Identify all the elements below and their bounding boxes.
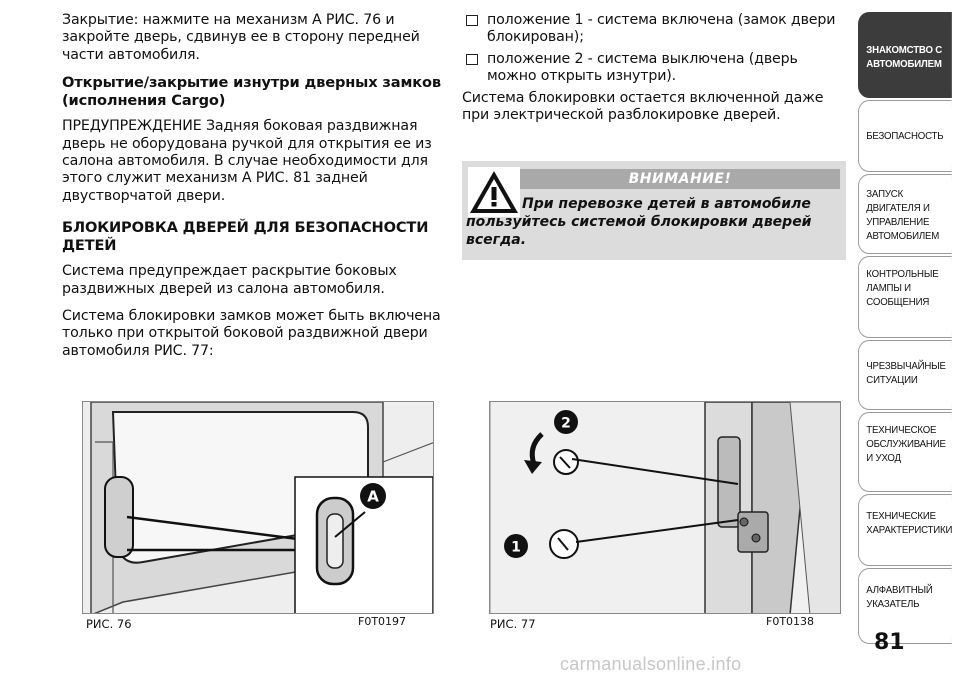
bullet-position-2: положение 2 - система выключена (дверь м… — [462, 51, 847, 86]
right-column: положение 1 - система включена (замок дв… — [462, 12, 847, 134]
left-column: Закрытие: нажмите на механизм А РИС. 76 … — [62, 12, 442, 370]
child-lock-illustration: 2 1 — [490, 402, 840, 613]
figure-76-label: РИС. 76 — [86, 617, 132, 631]
tab-index[interactable]: АЛФАВИТНЫЙ УКАЗАТЕЛЬ — [858, 568, 952, 644]
tab-warning-lights[interactable]: КОНТРОЛЬНЫЕ ЛАМПЫ И СООБЩЕНИЯ — [858, 256, 952, 338]
paragraph-system-purpose: Система предупреждает раскрытие боковых … — [62, 263, 397, 297]
bullet-position-1: положение 1 - система включена (замок дв… — [462, 12, 847, 47]
figure-77-code: F0T0138 — [766, 615, 815, 628]
warning-triangle-icon — [468, 167, 520, 217]
figure-76-code: F0T0197 — [358, 615, 407, 628]
tab-emergency[interactable]: ЧРЕЗВЫЧАЙНЫЕ СИТУАЦИИ — [858, 340, 952, 410]
page-number: 81 — [874, 630, 905, 655]
figure-77-child-lock: 2 1 — [489, 401, 841, 614]
bullet-text: положение 2 - система выключена (дверь м… — [487, 50, 798, 85]
figure-76-door-mechanism: A — [82, 401, 434, 614]
tab-safety[interactable]: БЕЗОПАСНОСТЬ — [858, 100, 952, 172]
paragraph-electric-unlock: Система блокировки остается включенной д… — [462, 89, 824, 124]
checkbox-bullet-icon — [466, 15, 478, 26]
figure-77-label: РИС. 77 — [490, 617, 536, 631]
heading-cargo-locks: Открытие/закрытие изнутри дверных замков… — [62, 74, 441, 110]
checkbox-bullet-icon — [466, 53, 478, 65]
warning-title: ВНИМАНИЕ! — [520, 169, 840, 189]
chapter-sidebar: ЗНАКОМСТВО С АВТОМОБИЛЕМ БЕЗОПАСНОСТЬ ЗА… — [858, 12, 960, 644]
marker-2: 2 — [561, 416, 571, 432]
tab-specifications[interactable]: ТЕХНИЧЕСКИЕ ХАРАКТЕРИСТИКИ — [858, 494, 952, 566]
paragraph-closing: Закрытие: нажмите на механизм А РИС. 76 … — [62, 12, 420, 63]
heading-child-lock: БЛОКИРОВКА ДВЕРЕЙ ДЛЯ БЕЗОПАСНОСТИ ДЕТЕЙ — [62, 219, 429, 255]
paragraph-system-activation: Система блокировки замков может быть вкл… — [62, 308, 441, 359]
door-interior-illustration: A — [83, 402, 433, 613]
tab-engine-start[interactable]: ЗАПУСК ДВИГАТЕЛЯ И УПРАВЛЕНИЕ АВТОМОБИЛЕ… — [858, 174, 952, 254]
marker-1: 1 — [511, 540, 521, 556]
tab-maintenance[interactable]: ТЕХНИЧЕСКОЕ ОБСЛУЖИВАНИЕ И УХОД — [858, 412, 952, 492]
bullet-text: положение 1 - система включена (замок дв… — [487, 12, 836, 46]
marker-a: A — [367, 488, 379, 506]
warning-text: При перевозке детей в автомобиле пользуй… — [466, 196, 812, 248]
watermark: carmanualsonline.info — [560, 654, 742, 674]
warning-box: ВНИМАНИЕ! При перевозке детей в автомоби… — [462, 161, 846, 260]
tab-vehicle-intro[interactable]: ЗНАКОМСТВО С АВТОМОБИЛЕМ — [858, 12, 952, 98]
paragraph-warning-sliding-door: ПРЕДУПРЕЖДЕНИЕ Задняя боковая раздвижная… — [62, 118, 432, 204]
